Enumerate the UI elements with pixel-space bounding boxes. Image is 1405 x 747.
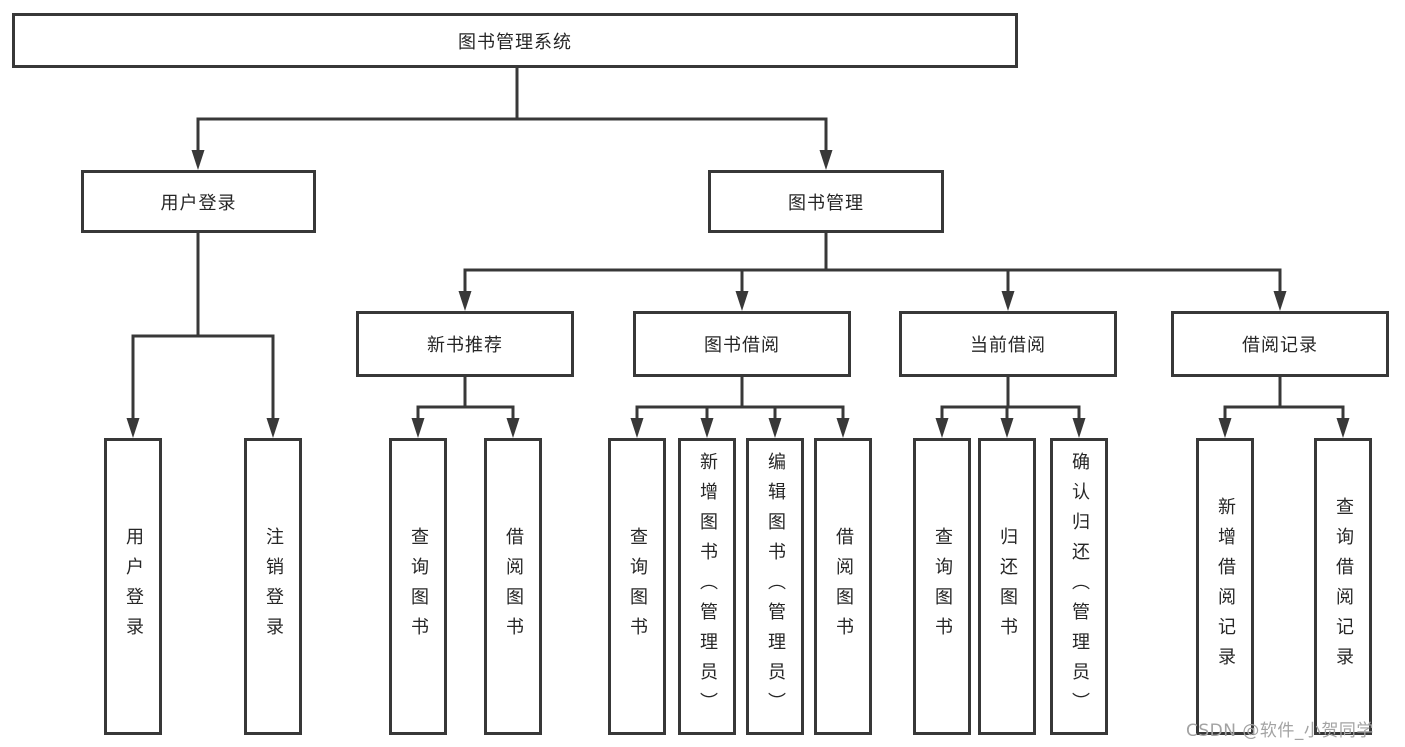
watermark: CSDN @软件_小贺同学 — [1186, 721, 1374, 741]
connector-current-borrow — [935, 377, 1086, 438]
leaf-edit-book-admin: 编辑图书（管理员） — [746, 438, 804, 735]
node-new-book-recommend: 新书推荐 — [356, 311, 574, 377]
connector-borrow-records — [1218, 377, 1350, 438]
leaf-query-book-recommend: 查询图书 — [389, 438, 447, 735]
leaf-add-book-admin: 新增图书（管理员） — [678, 438, 736, 735]
connector-book-borrow — [630, 377, 850, 438]
leaf-user-login: 用户登录 — [104, 438, 162, 735]
leaf-query-borrow-record: 查询借阅记录 — [1314, 438, 1372, 735]
leaf-logout: 注销登录 — [244, 438, 302, 735]
node-current-borrow: 当前借阅 — [899, 311, 1117, 377]
leaf-confirm-return-admin: 确认归还（管理员） — [1050, 438, 1108, 735]
connector-book-management — [458, 233, 1287, 311]
leaf-query-book-borrow: 查询图书 — [608, 438, 666, 735]
node-library-system: 图书管理系统 — [12, 13, 1018, 68]
leaf-return-book: 归还图书 — [978, 438, 1036, 735]
node-book-borrow: 图书借阅 — [633, 311, 851, 377]
node-book-management: 图书管理 — [708, 170, 944, 233]
connector-root — [191, 67, 833, 170]
leaf-query-book-current: 查询图书 — [913, 438, 971, 735]
node-user-login: 用户登录 — [81, 170, 316, 233]
connector-user-login — [126, 233, 280, 438]
leaf-borrow-book-recommend: 借阅图书 — [484, 438, 542, 735]
connector-new-book-recommend — [411, 377, 520, 438]
leaf-borrow-book: 借阅图书 — [814, 438, 872, 735]
leaf-add-borrow-record: 新增借阅记录 — [1196, 438, 1254, 735]
node-borrow-records: 借阅记录 — [1171, 311, 1389, 377]
